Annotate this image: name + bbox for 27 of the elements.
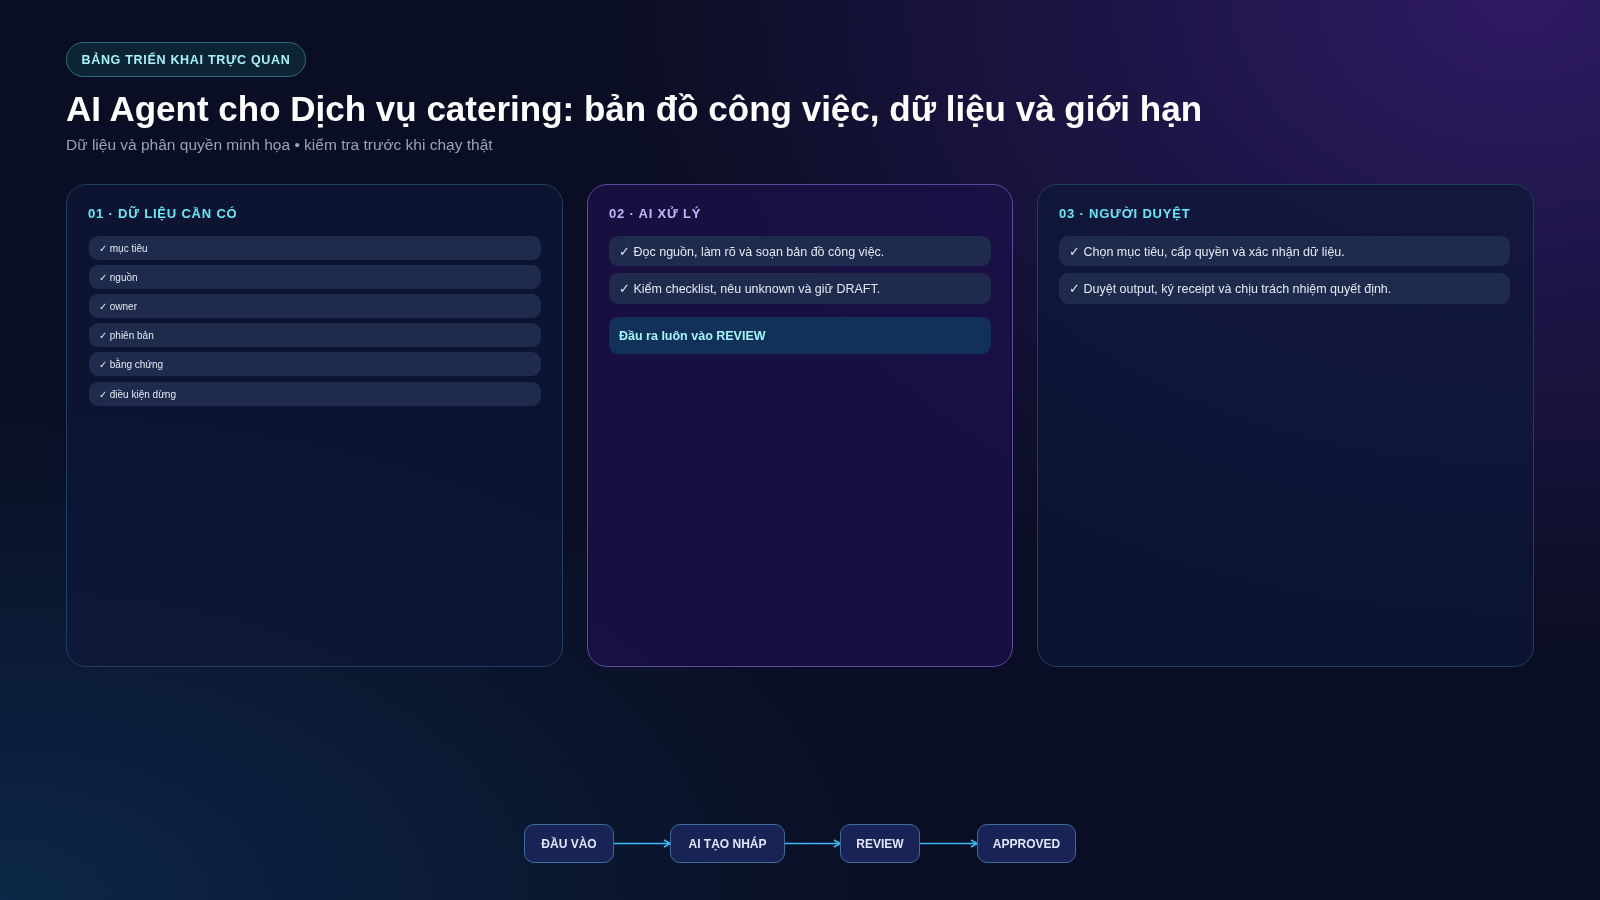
stage-box: REVIEW bbox=[840, 824, 920, 863]
checklist-item: ✓ Đọc nguồn, làm rõ và soạn bản đồ công việc. bbox=[609, 236, 991, 266]
checklist-item: ✓ điều kiện dừng bbox=[89, 382, 541, 406]
checklist-item: ✓ owner bbox=[89, 294, 541, 318]
checklist-item: ✓ Duyệt output, ký receipt và chịu trách nhiệm quyết định. bbox=[1059, 273, 1510, 304]
stage-box: AI TẠO NHÁP bbox=[670, 824, 785, 863]
panel-heading: 03 · NGƯỜI DUYỆT bbox=[1059, 206, 1191, 221]
arrow bbox=[784, 839, 841, 848]
checklist-item: ✓ Chọn mục tiêu, cấp quyền và xác nhận dữ liệu. bbox=[1059, 236, 1510, 266]
column-panel bbox=[66, 184, 563, 667]
column-panel bbox=[1037, 184, 1534, 667]
checklist-item: ✓ Kiểm checklist, nêu unknown và giữ DRAFT. bbox=[609, 273, 991, 304]
subtitle: Dữ liệu và phân quyền minh họa • kiểm tra trước khi chạy thật bbox=[66, 136, 493, 154]
checklist-item: ✓ nguồn bbox=[89, 265, 541, 289]
header-badge: BẢNG TRIỂN KHAI TRỰC QUAN bbox=[66, 42, 306, 77]
column-panel bbox=[587, 184, 1013, 667]
arrow bbox=[919, 839, 978, 848]
arrow bbox=[613, 839, 671, 848]
title: AI Agent cho Dịch vụ catering: bản đồ công việc, dữ liệu và giới hạn bbox=[66, 89, 1203, 129]
stage-box: APPROVED bbox=[977, 824, 1076, 863]
panel-heading: 01 · DỮ LIỆU CẦN CÓ bbox=[88, 206, 238, 221]
checklist-item: ✓ bằng chứng bbox=[89, 352, 541, 376]
checklist-item: ✓ phiên bản bbox=[89, 323, 541, 347]
checklist-item: ✓ mục tiêu bbox=[89, 236, 541, 260]
highlight-note: Đầu ra luôn vào REVIEW bbox=[609, 317, 991, 354]
stage-box: ĐẦU VÀO bbox=[524, 824, 614, 863]
panel-heading: 02 · AI XỬ LÝ bbox=[609, 206, 702, 221]
